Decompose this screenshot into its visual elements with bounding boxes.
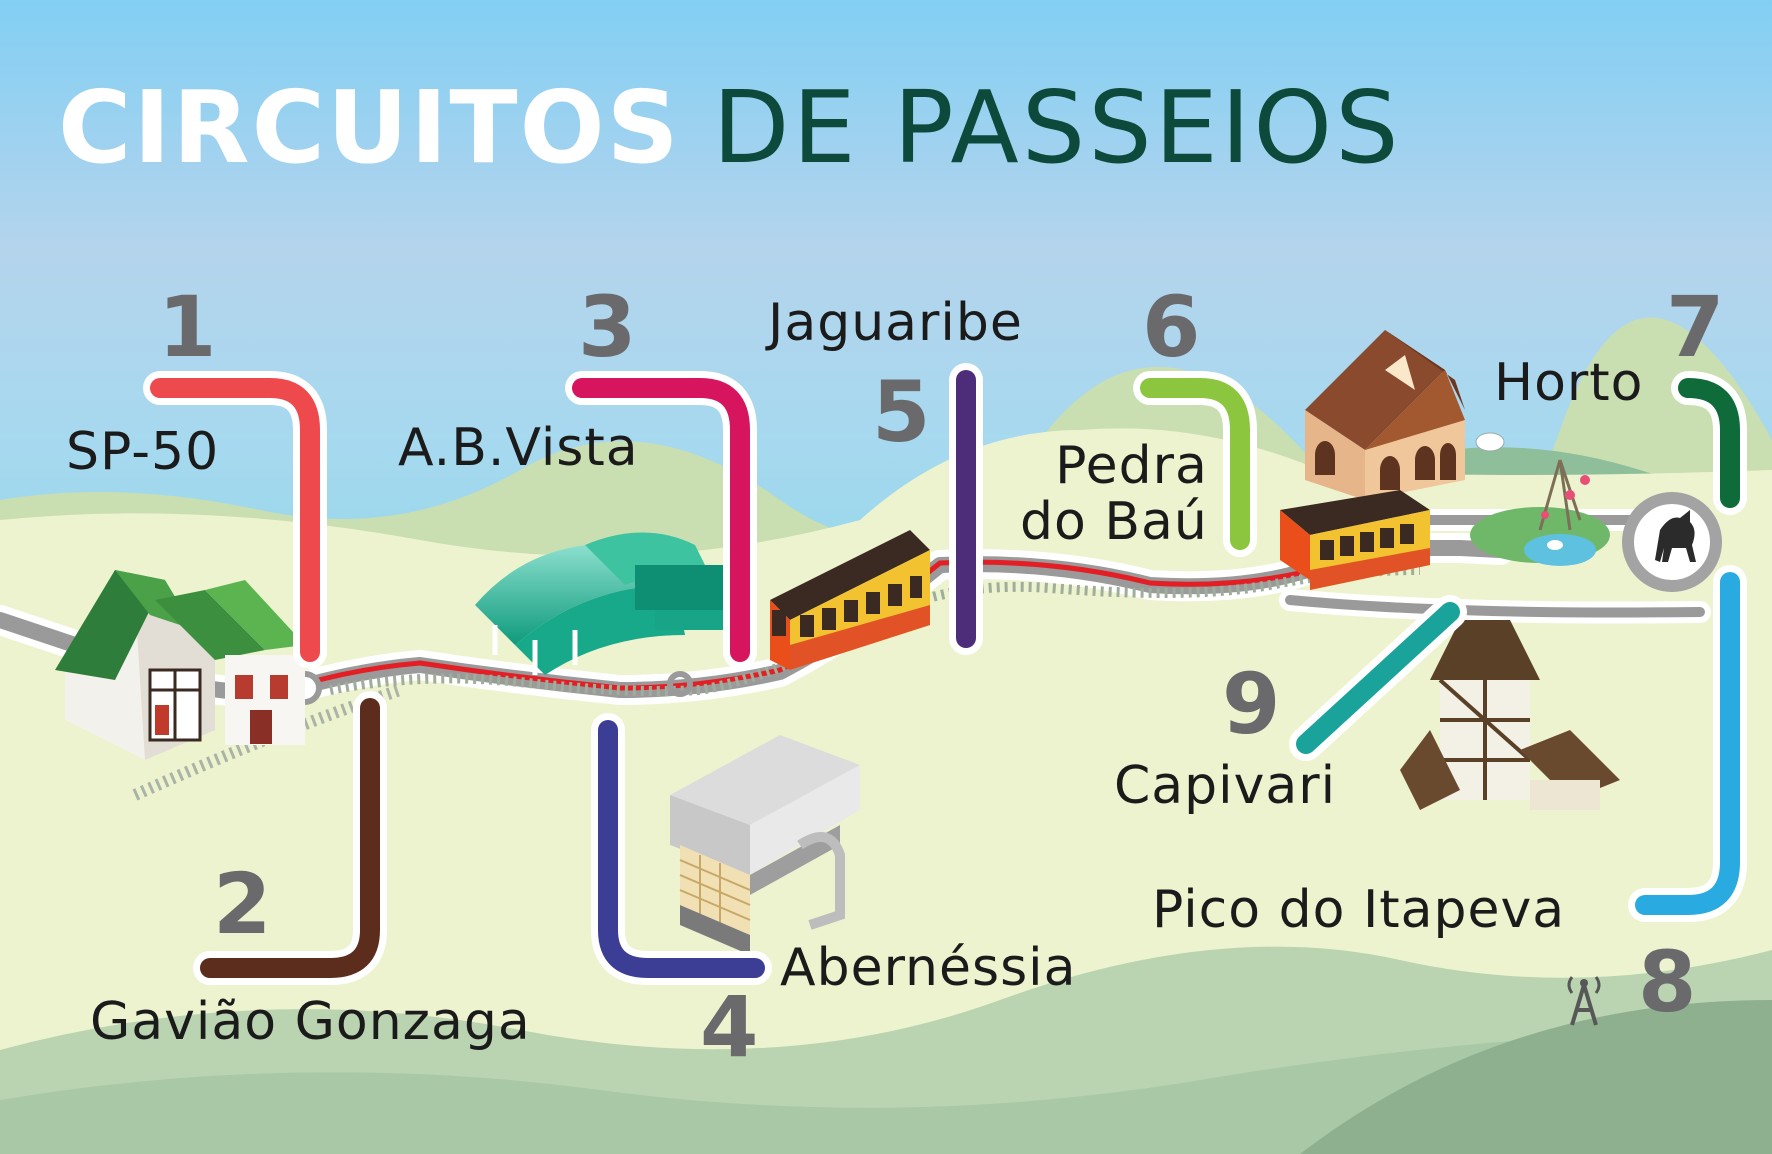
house-icon <box>1305 330 1465 500</box>
circuit-6-line[interactable] <box>1140 378 1250 550</box>
circuit-2-number[interactable]: 2 <box>213 855 272 953</box>
horse-icon <box>1622 492 1722 592</box>
chalet-icon <box>55 570 305 760</box>
circuit-9-label[interactable]: Capivari <box>1114 756 1337 816</box>
circuit-1-line[interactable] <box>150 378 320 662</box>
circuit-6-number[interactable]: 6 <box>1142 278 1201 376</box>
antenna-icon <box>1567 976 1601 1026</box>
tram-icon <box>770 530 930 670</box>
circuit-8-line[interactable] <box>1635 572 1740 915</box>
circuit-1-label[interactable]: SP-50 <box>66 422 220 482</box>
circuit-8-label[interactable]: Pico do Itapeva <box>1152 880 1566 940</box>
circuit-7-number[interactable]: 7 <box>1666 278 1725 376</box>
circuit-3-label[interactable]: A.B.Vista <box>398 418 639 478</box>
circuit-5-number[interactable]: 5 <box>872 363 931 461</box>
circuit-9-line[interactable] <box>1296 602 1460 754</box>
circuit-9-number[interactable]: 9 <box>1222 655 1281 753</box>
circuit-3-number[interactable]: 3 <box>578 278 637 376</box>
circuit-2-label[interactable]: Gavião Gonzaga <box>90 992 531 1052</box>
tram-icon <box>1280 490 1430 590</box>
title-light: DE PASSEIOS <box>712 69 1402 186</box>
circuit-8-number[interactable]: 8 <box>1638 933 1697 1031</box>
circuit-2-line[interactable] <box>200 698 380 978</box>
circuit-7-line[interactable] <box>1678 378 1740 508</box>
circuit-5-label[interactable]: Jaguaribe <box>768 293 1023 353</box>
page-title: CIRCUITOS DE PASSEIOS <box>58 78 1402 178</box>
park-icon <box>1470 432 1610 566</box>
building-icon <box>670 735 860 955</box>
title-bold: CIRCUITOS <box>58 69 681 186</box>
circuit-6-label[interactable]: Pedra do Baú <box>1020 436 1208 553</box>
circuit-4-number[interactable]: 4 <box>700 978 759 1076</box>
circuit-1-number[interactable]: 1 <box>158 278 217 376</box>
circuit-3-line[interactable] <box>572 378 750 662</box>
circuit-4-label[interactable]: Abernéssia <box>780 938 1077 998</box>
clock-tower-icon <box>1400 620 1620 810</box>
circuit-4-line[interactable] <box>598 720 765 978</box>
circuit-7-label[interactable]: Horto <box>1494 353 1644 413</box>
